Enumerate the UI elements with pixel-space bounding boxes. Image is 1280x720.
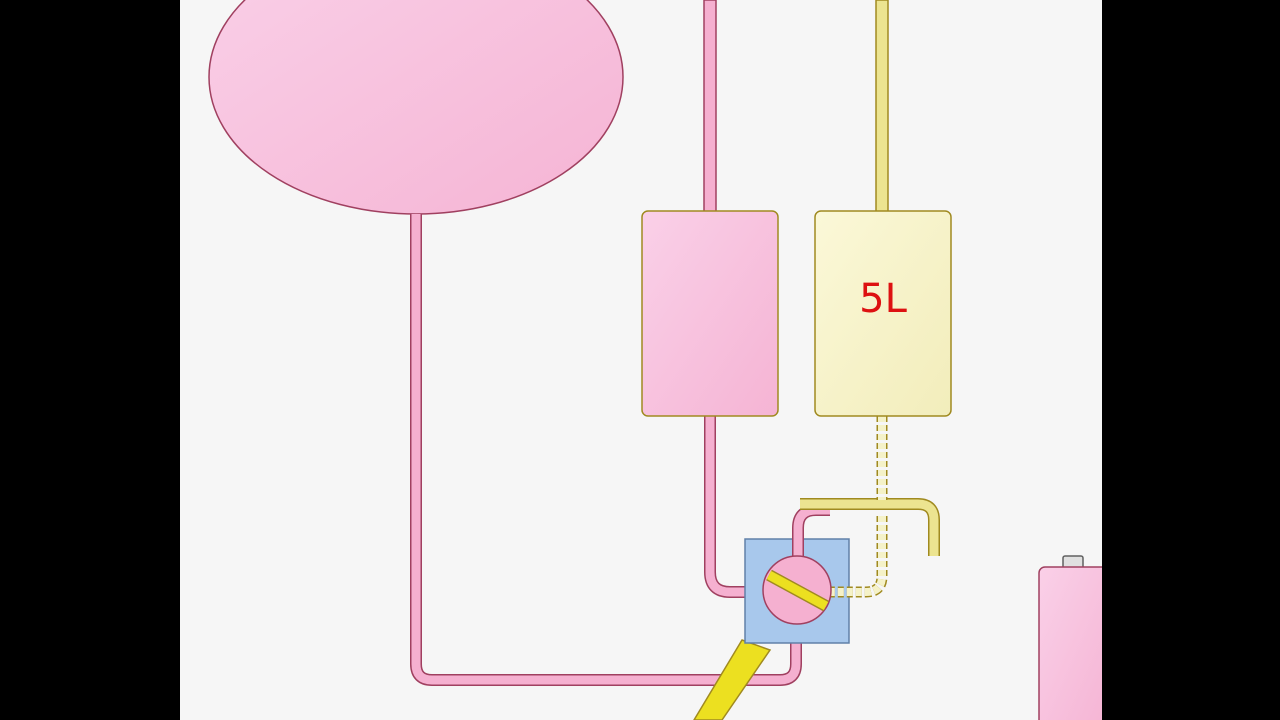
- pink-canister: [1038, 555, 1110, 720]
- pink-inlet-pipe: [703, 0, 717, 213]
- tank-volume-label: 5L: [859, 276, 907, 322]
- pink-balloon-reservoir: [208, 0, 624, 215]
- yellow-coiled-line: [830, 416, 888, 598]
- yellow-5l-tank: [814, 210, 952, 417]
- four-way-valve[interactable]: [762, 555, 832, 625]
- pink-buffer-tank: [641, 210, 779, 417]
- yellow-drain-line: [693, 639, 772, 720]
- yellow-inlet-pipe: [875, 0, 889, 213]
